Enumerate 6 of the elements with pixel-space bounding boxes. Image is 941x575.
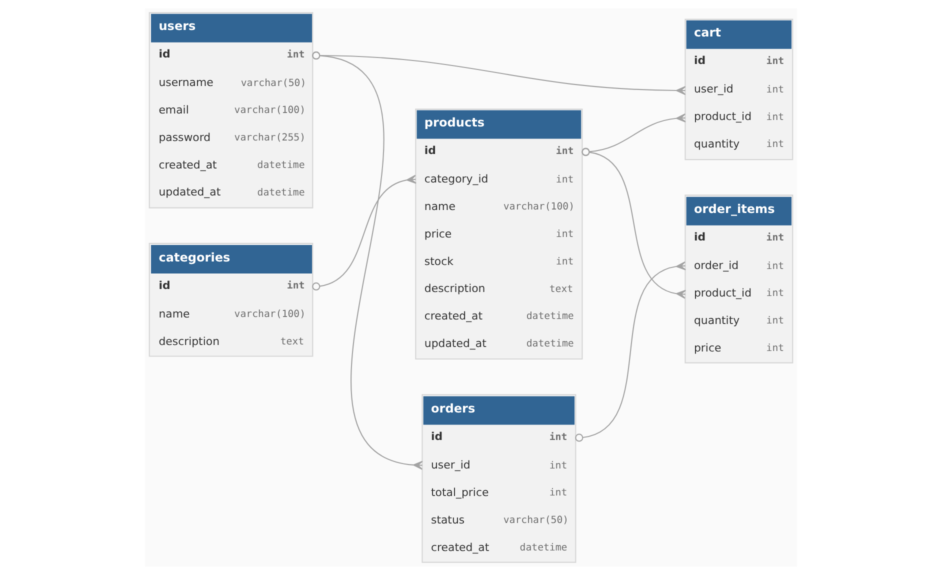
connector [574, 261, 686, 442]
connector [581, 113, 686, 156]
connector [312, 51, 686, 96]
connector [581, 148, 686, 299]
connector [312, 52, 422, 470]
connector [312, 174, 416, 290]
